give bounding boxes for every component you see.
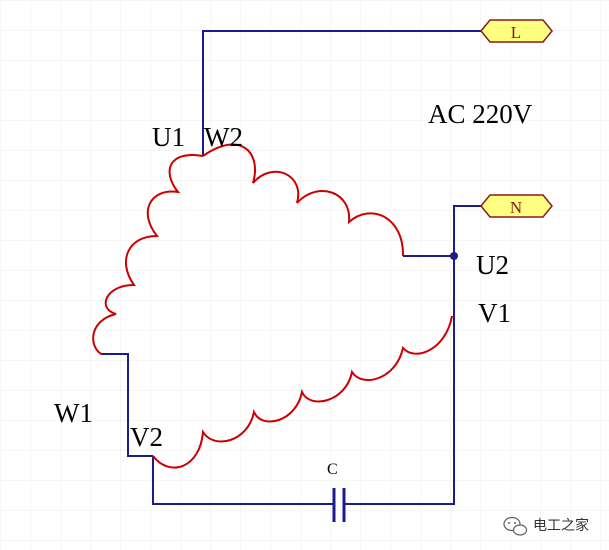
terminal-v1-label: V1 <box>478 298 511 328</box>
coils <box>92 143 453 469</box>
coil-top-right <box>202 143 405 257</box>
terminal-u1-label: U1 <box>152 122 185 152</box>
watermark-text: 电工之家 <box>533 517 589 534</box>
terminal-v2-label: V2 <box>130 422 163 452</box>
terminal-u2-label: U2 <box>476 250 509 280</box>
wechat-icon <box>503 516 528 536</box>
supply-voltage-label: AC 220V <box>428 99 533 129</box>
terminal-w2-label: W2 <box>204 122 243 152</box>
coil-left <box>92 154 204 355</box>
port-n: N <box>480 194 553 218</box>
junction-dot <box>450 252 458 260</box>
wire-v2-capacitor <box>152 456 334 505</box>
wires <box>101 30 481 505</box>
terminal-w1-label: W1 <box>54 398 93 428</box>
wire-n-line <box>344 205 481 505</box>
wire-l-line <box>202 30 481 156</box>
watermark: 电工之家 <box>503 516 589 536</box>
port-l-label: L <box>511 23 521 42</box>
port-n-label: N <box>510 198 522 217</box>
capacitor <box>332 488 346 522</box>
capacitor-label: C <box>327 461 338 478</box>
wire-w1-v2 <box>101 353 153 457</box>
port-l: L <box>480 19 553 43</box>
coil-bottom <box>152 315 453 469</box>
